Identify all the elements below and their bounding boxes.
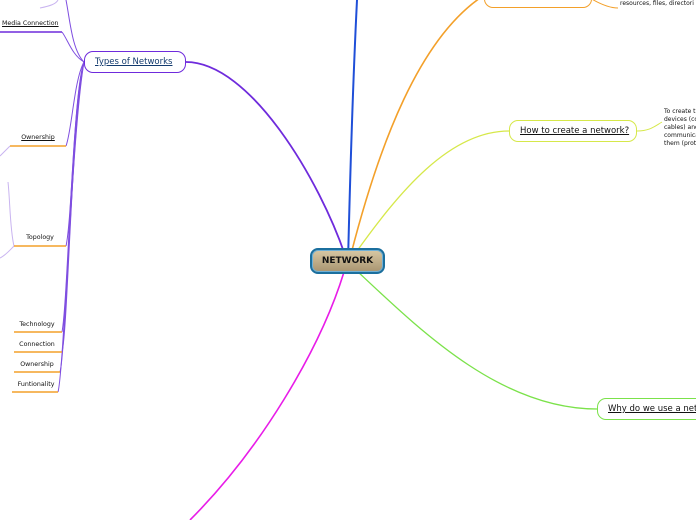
subtopic-label: Connection (19, 341, 55, 348)
subtopic-ownership-1[interactable]: Ownership (18, 134, 58, 141)
link-howto (351, 130, 510, 259)
central-topic-network[interactable]: NETWORK (310, 248, 385, 274)
link-types (185, 61, 347, 259)
top-right-note: resources, files, directori (620, 0, 694, 7)
how-to-create-note: To create t devices (co cables) and comm… (664, 108, 696, 147)
how-to-create-label: How to create a network? (520, 126, 630, 136)
subtopic-media-connection[interactable]: Media Connection (2, 20, 59, 27)
subtopic-label: Ownership (21, 134, 55, 141)
subtopic-label: Topology (26, 234, 54, 241)
types-of-networks-topic[interactable]: Types of Networks (84, 51, 186, 73)
link-top-orange (349, 0, 479, 259)
link-why (355, 269, 598, 410)
subtopic-label: Funtionality (17, 381, 55, 388)
top-orange-topic[interactable] (484, 0, 592, 8)
link-magenta (189, 271, 345, 520)
subtopic-connection[interactable]: Connection (16, 341, 58, 348)
central-topic-label: NETWORK (321, 256, 374, 266)
why-use-network-label: Why do we use a netw (608, 404, 696, 414)
subtopic-funtionality[interactable]: Funtionality (14, 381, 58, 388)
subtopic-label: Ownership (20, 361, 54, 368)
link-top-blue (347, 0, 358, 263)
subtopic-ownership-2[interactable]: Ownership (16, 361, 58, 368)
subtopic-technology[interactable]: Technology (16, 321, 58, 328)
why-use-network-topic[interactable]: Why do we use a netw (597, 398, 696, 420)
subtopic-label: Technology (19, 321, 55, 328)
types-of-networks-label: Types of Networks (95, 57, 173, 67)
how-to-create-topic[interactable]: How to create a network? (509, 120, 637, 142)
subtopic-topology[interactable]: Topology (20, 234, 60, 241)
subtopic-label: Media Connection (2, 20, 59, 27)
